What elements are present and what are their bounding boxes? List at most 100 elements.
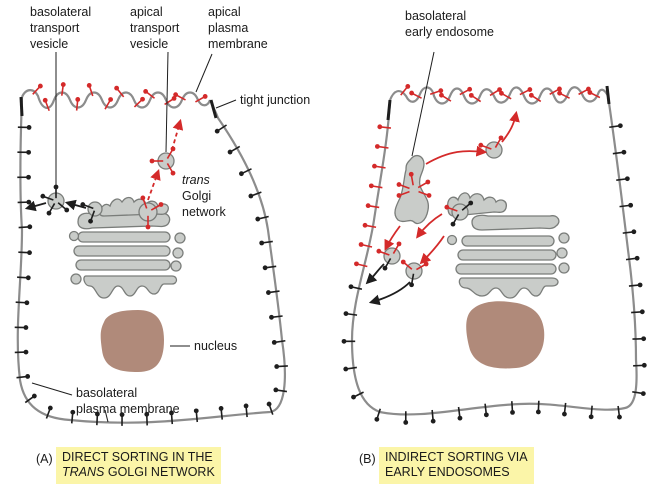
arrow-apical-vesicle-to-membrane-b <box>502 114 516 142</box>
apical-protein <box>203 94 208 99</box>
arrow-vesicle-b1-to-membrane <box>368 264 384 282</box>
basolateral-protein <box>589 414 594 419</box>
basolateral-protein <box>342 339 347 344</box>
missorted-apical-protein <box>363 223 368 228</box>
arrow-endosome-to-apical-vesicle <box>426 151 484 164</box>
vesicle-protein <box>397 182 402 187</box>
apical-protein <box>61 82 66 87</box>
apical-protein <box>557 91 562 96</box>
vesicle-protein <box>159 202 164 207</box>
vesicle-protein <box>40 194 45 199</box>
missorted-apical-protein <box>375 144 380 149</box>
apical-protein <box>143 89 148 94</box>
label-basolateral-transport-vesicle: basolateral transport vesicle <box>30 5 95 51</box>
basolateral-protein <box>239 171 244 176</box>
basolateral-protein <box>26 150 31 155</box>
vesicle-protein <box>401 260 406 265</box>
basolateral-protein <box>642 363 647 368</box>
basolateral-protein <box>631 229 636 234</box>
basolateral-protein <box>640 309 645 314</box>
basolateral-protein <box>32 394 37 399</box>
label-apical-plasma-membrane: apical plasma membrane <box>208 5 268 51</box>
basolateral-protein <box>618 123 623 128</box>
caption-b: INDIRECT SORTING VIA EARLY ENDOSOMES <box>379 447 534 484</box>
apical-protein <box>469 93 474 98</box>
basolateral-protein <box>255 217 260 222</box>
basolateral-protein <box>70 410 75 415</box>
golgi-stack-a <box>70 213 186 298</box>
basolateral-protein <box>617 415 622 420</box>
apical-protein <box>409 91 414 96</box>
vesicle-protein <box>140 196 145 201</box>
missorted-apical-protein <box>366 203 371 208</box>
basolateral-protein <box>536 410 541 415</box>
label-apical-transport-vesicle: apical transport vesicle <box>130 5 183 51</box>
caption-b-line2: EARLY ENDOSOMES <box>385 465 528 480</box>
nucleus-b <box>466 301 544 368</box>
apical-protein <box>529 93 534 98</box>
vesicle-protein <box>468 201 473 206</box>
basolateral-protein <box>349 284 354 289</box>
vesicle-protein <box>427 193 432 198</box>
basolateral-protein <box>263 265 268 270</box>
basolateral-protein <box>248 194 253 199</box>
vesicle-protein <box>88 219 93 224</box>
caption-letter-b: (B) <box>359 452 376 466</box>
vesicle-protein <box>171 171 176 176</box>
apical-protein <box>405 84 410 89</box>
basolateral-protein <box>267 402 272 407</box>
vesicle-protein <box>376 249 381 254</box>
basolateral-protein <box>641 391 646 396</box>
vesicle-protein <box>146 225 151 230</box>
vesicle-protein <box>424 262 429 267</box>
apical-protein <box>527 87 532 92</box>
apical-protein <box>499 91 504 96</box>
caption-a-line2: TRANS GOLGI NETWORK <box>62 465 215 480</box>
basolateral-protein <box>26 200 31 205</box>
apical-protein <box>467 87 472 92</box>
arrow-vesicle-b2-to-membrane <box>372 282 410 302</box>
vesicle-protein <box>47 211 52 216</box>
apical-protein <box>108 97 113 102</box>
basolateral-protein <box>269 315 274 320</box>
basolateral-protein <box>215 129 220 134</box>
caption-a: DIRECT SORTING IN THE TRANS GOLGI NETWOR… <box>56 447 221 484</box>
arrow-apical-vesicle-to-membrane-a <box>172 122 180 150</box>
apical-protein <box>75 97 80 102</box>
vesicle-protein <box>425 180 430 185</box>
basolateral-protein <box>274 364 279 369</box>
endosome-apical-vesicle-b <box>486 142 502 158</box>
apical-protein <box>439 93 444 98</box>
basolateral-protein <box>259 241 264 246</box>
leader-line-endosome <box>412 52 434 156</box>
basolateral-protein <box>403 420 408 425</box>
basolateral-protein <box>344 311 349 316</box>
label-trans-golgi-network: trans Golgi network <box>182 173 227 219</box>
missorted-apical-protein <box>377 124 382 129</box>
basolateral-protein <box>27 250 32 255</box>
basolateral-protein <box>25 374 30 379</box>
apical-protein <box>87 83 92 88</box>
apical-protein <box>438 88 443 93</box>
basolateral-protein <box>458 416 463 421</box>
basolateral-protein <box>48 406 53 411</box>
arrow-tgn-to-vesicle-b2 <box>422 236 444 262</box>
basolateral-protein <box>244 404 249 409</box>
basolateral-protein <box>562 412 567 417</box>
basolateral-protein <box>24 350 29 355</box>
apical-proteins-b <box>401 84 600 102</box>
vesicle-protein <box>150 159 155 164</box>
apical-protein <box>173 92 178 97</box>
basolateral-protein <box>635 256 640 261</box>
vesicle-protein <box>478 143 483 148</box>
tight-junction-left-b <box>388 100 390 120</box>
missorted-apical-protein <box>354 261 359 266</box>
basolateral-protein <box>273 387 278 392</box>
missorted-apical-protein <box>372 164 377 169</box>
basolateral-protein <box>272 340 277 345</box>
basolateral-protein <box>194 408 199 413</box>
vesicle-protein <box>397 193 402 198</box>
basolateral-vesicle-b-1 <box>384 248 400 264</box>
apical-protein <box>114 86 119 91</box>
